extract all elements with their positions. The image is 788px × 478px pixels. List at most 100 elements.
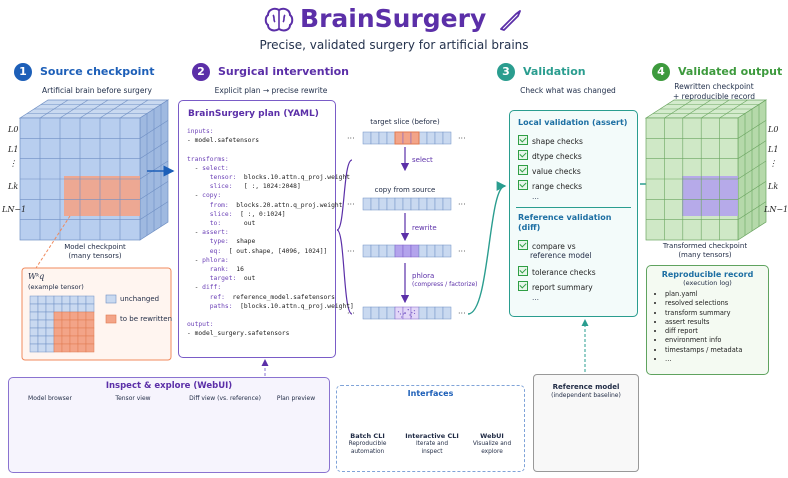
dots: ··· bbox=[458, 134, 466, 143]
slice-cell bbox=[419, 245, 427, 257]
slice-cell bbox=[379, 198, 387, 210]
slice-cell bbox=[403, 198, 411, 210]
tensor-cell bbox=[78, 336, 86, 344]
slice-cell bbox=[395, 198, 403, 210]
source-caption2: (many tensors) bbox=[55, 252, 135, 260]
output-caption1: Transformed checkpoint bbox=[650, 242, 760, 250]
tensor-cell bbox=[38, 336, 46, 344]
slice-cell bbox=[411, 132, 419, 144]
tensor-cell bbox=[46, 320, 54, 328]
tensor-cell bbox=[54, 344, 62, 352]
tensor-cell bbox=[30, 328, 38, 336]
slice-cell bbox=[443, 245, 451, 257]
slice-cell bbox=[443, 132, 451, 144]
record-sub: (execution log) bbox=[647, 279, 768, 287]
record-item: resolved selections bbox=[665, 299, 768, 308]
record-list: plan.yaml resolved selections transform … bbox=[647, 290, 768, 364]
slice-cell bbox=[363, 307, 371, 319]
slice-cell bbox=[363, 245, 371, 257]
tensor-cell bbox=[46, 304, 54, 312]
tensor-cell bbox=[86, 296, 94, 304]
slice-cell bbox=[427, 307, 435, 319]
record-panel: Reproducible record (execution log) plan… bbox=[646, 265, 769, 375]
tensor-cell bbox=[78, 328, 86, 336]
check-item: value checks bbox=[518, 165, 581, 176]
check-item: tolerance checks bbox=[518, 266, 596, 277]
slice-cell bbox=[387, 132, 395, 144]
tensor-cell bbox=[46, 312, 54, 320]
tensor-cell bbox=[54, 312, 62, 320]
iface-desc: Iterate and bbox=[403, 441, 461, 447]
slice-cell bbox=[371, 307, 379, 319]
tensor-cell bbox=[86, 336, 94, 344]
slice-cell bbox=[411, 198, 419, 210]
record-item: plan.yaml bbox=[665, 290, 768, 299]
tensor-cell bbox=[46, 296, 54, 304]
code-line: - diff: bbox=[187, 283, 354, 292]
panel-label: Diff view (vs. reference) bbox=[180, 395, 270, 402]
tensor-cell bbox=[30, 312, 38, 320]
slice-cell bbox=[371, 132, 379, 144]
tensor-cell bbox=[38, 296, 46, 304]
phlora-label: phlora bbox=[412, 272, 434, 280]
code-line: slice: [ :, 1024:2048] bbox=[187, 182, 354, 191]
plan-title: BrainSurgery plan (YAML) bbox=[188, 109, 335, 119]
check-item: shape checks bbox=[518, 135, 583, 146]
tensor-cell bbox=[70, 296, 78, 304]
check-item-cont: reference model bbox=[530, 251, 592, 260]
tensor-cell bbox=[86, 312, 94, 320]
tensor-cell bbox=[38, 304, 46, 312]
tensor-caption: (example tensor) bbox=[28, 283, 84, 291]
legend-rewritten: to be rewritten bbox=[120, 315, 172, 323]
local-validation-title: Local validation (assert) bbox=[518, 118, 627, 127]
legend-unchanged-swatch bbox=[106, 295, 116, 303]
slice-cell bbox=[419, 307, 427, 319]
slice-cell bbox=[387, 198, 395, 210]
interfaces-title: Interfaces bbox=[337, 389, 524, 398]
webui-title: Inspect & explore (WebUI) bbox=[9, 381, 329, 391]
check-item: range checks bbox=[518, 180, 582, 191]
slice-cell bbox=[379, 307, 387, 319]
tensor-cell bbox=[86, 304, 94, 312]
webui-panel: Inspect & explore (WebUI) bbox=[8, 377, 330, 473]
tensor-cell bbox=[38, 328, 46, 336]
slice-cell bbox=[371, 245, 379, 257]
interfaces-panel: Interfaces bbox=[336, 385, 525, 472]
layer-label: Lk bbox=[8, 182, 18, 191]
panel-label: Tensor view bbox=[98, 395, 168, 402]
iface-desc: Reproducible bbox=[340, 441, 395, 447]
code-line: transforms: bbox=[187, 155, 354, 164]
slice-cell bbox=[419, 132, 427, 144]
tensor-cell bbox=[54, 304, 62, 312]
code-line: - assert: bbox=[187, 228, 354, 237]
slice-cell bbox=[371, 198, 379, 210]
ref-validation-title1: Reference validation bbox=[518, 213, 612, 222]
slice-cell bbox=[443, 198, 451, 210]
layer-label: L0 bbox=[768, 125, 778, 134]
iface-desc: Visualize and bbox=[466, 441, 518, 447]
slice-cell bbox=[387, 245, 395, 257]
code-line bbox=[187, 311, 354, 320]
check-item: report summary bbox=[518, 281, 593, 292]
record-item: … bbox=[665, 355, 768, 364]
ref-validation-title2: (diff) bbox=[518, 223, 540, 232]
tensor-cell bbox=[54, 320, 62, 328]
slice-cell bbox=[395, 245, 403, 257]
iface-webui: WebUI bbox=[466, 432, 518, 440]
code-line: to: out bbox=[187, 219, 354, 228]
tensor-cell bbox=[78, 344, 86, 352]
tensor-cell bbox=[70, 344, 78, 352]
tensor-cell bbox=[62, 320, 70, 328]
output-caption2: (many tensors) bbox=[650, 251, 760, 259]
checkbox-icon bbox=[518, 150, 528, 160]
slice-cell bbox=[419, 198, 427, 210]
slice-cell bbox=[435, 245, 443, 257]
slice-cell bbox=[379, 245, 387, 257]
reference-sub: (independent baseline) bbox=[534, 392, 638, 399]
iface-interactive: Interactive CLI bbox=[403, 432, 461, 440]
record-item: timestamps / metadata bbox=[665, 346, 768, 355]
code-line: rank: 16 bbox=[187, 265, 354, 274]
plan-panel: BrainSurgery plan (YAML) inputs:- model.… bbox=[178, 100, 336, 358]
tensor-cell bbox=[62, 304, 70, 312]
tensor-cell bbox=[54, 336, 62, 344]
